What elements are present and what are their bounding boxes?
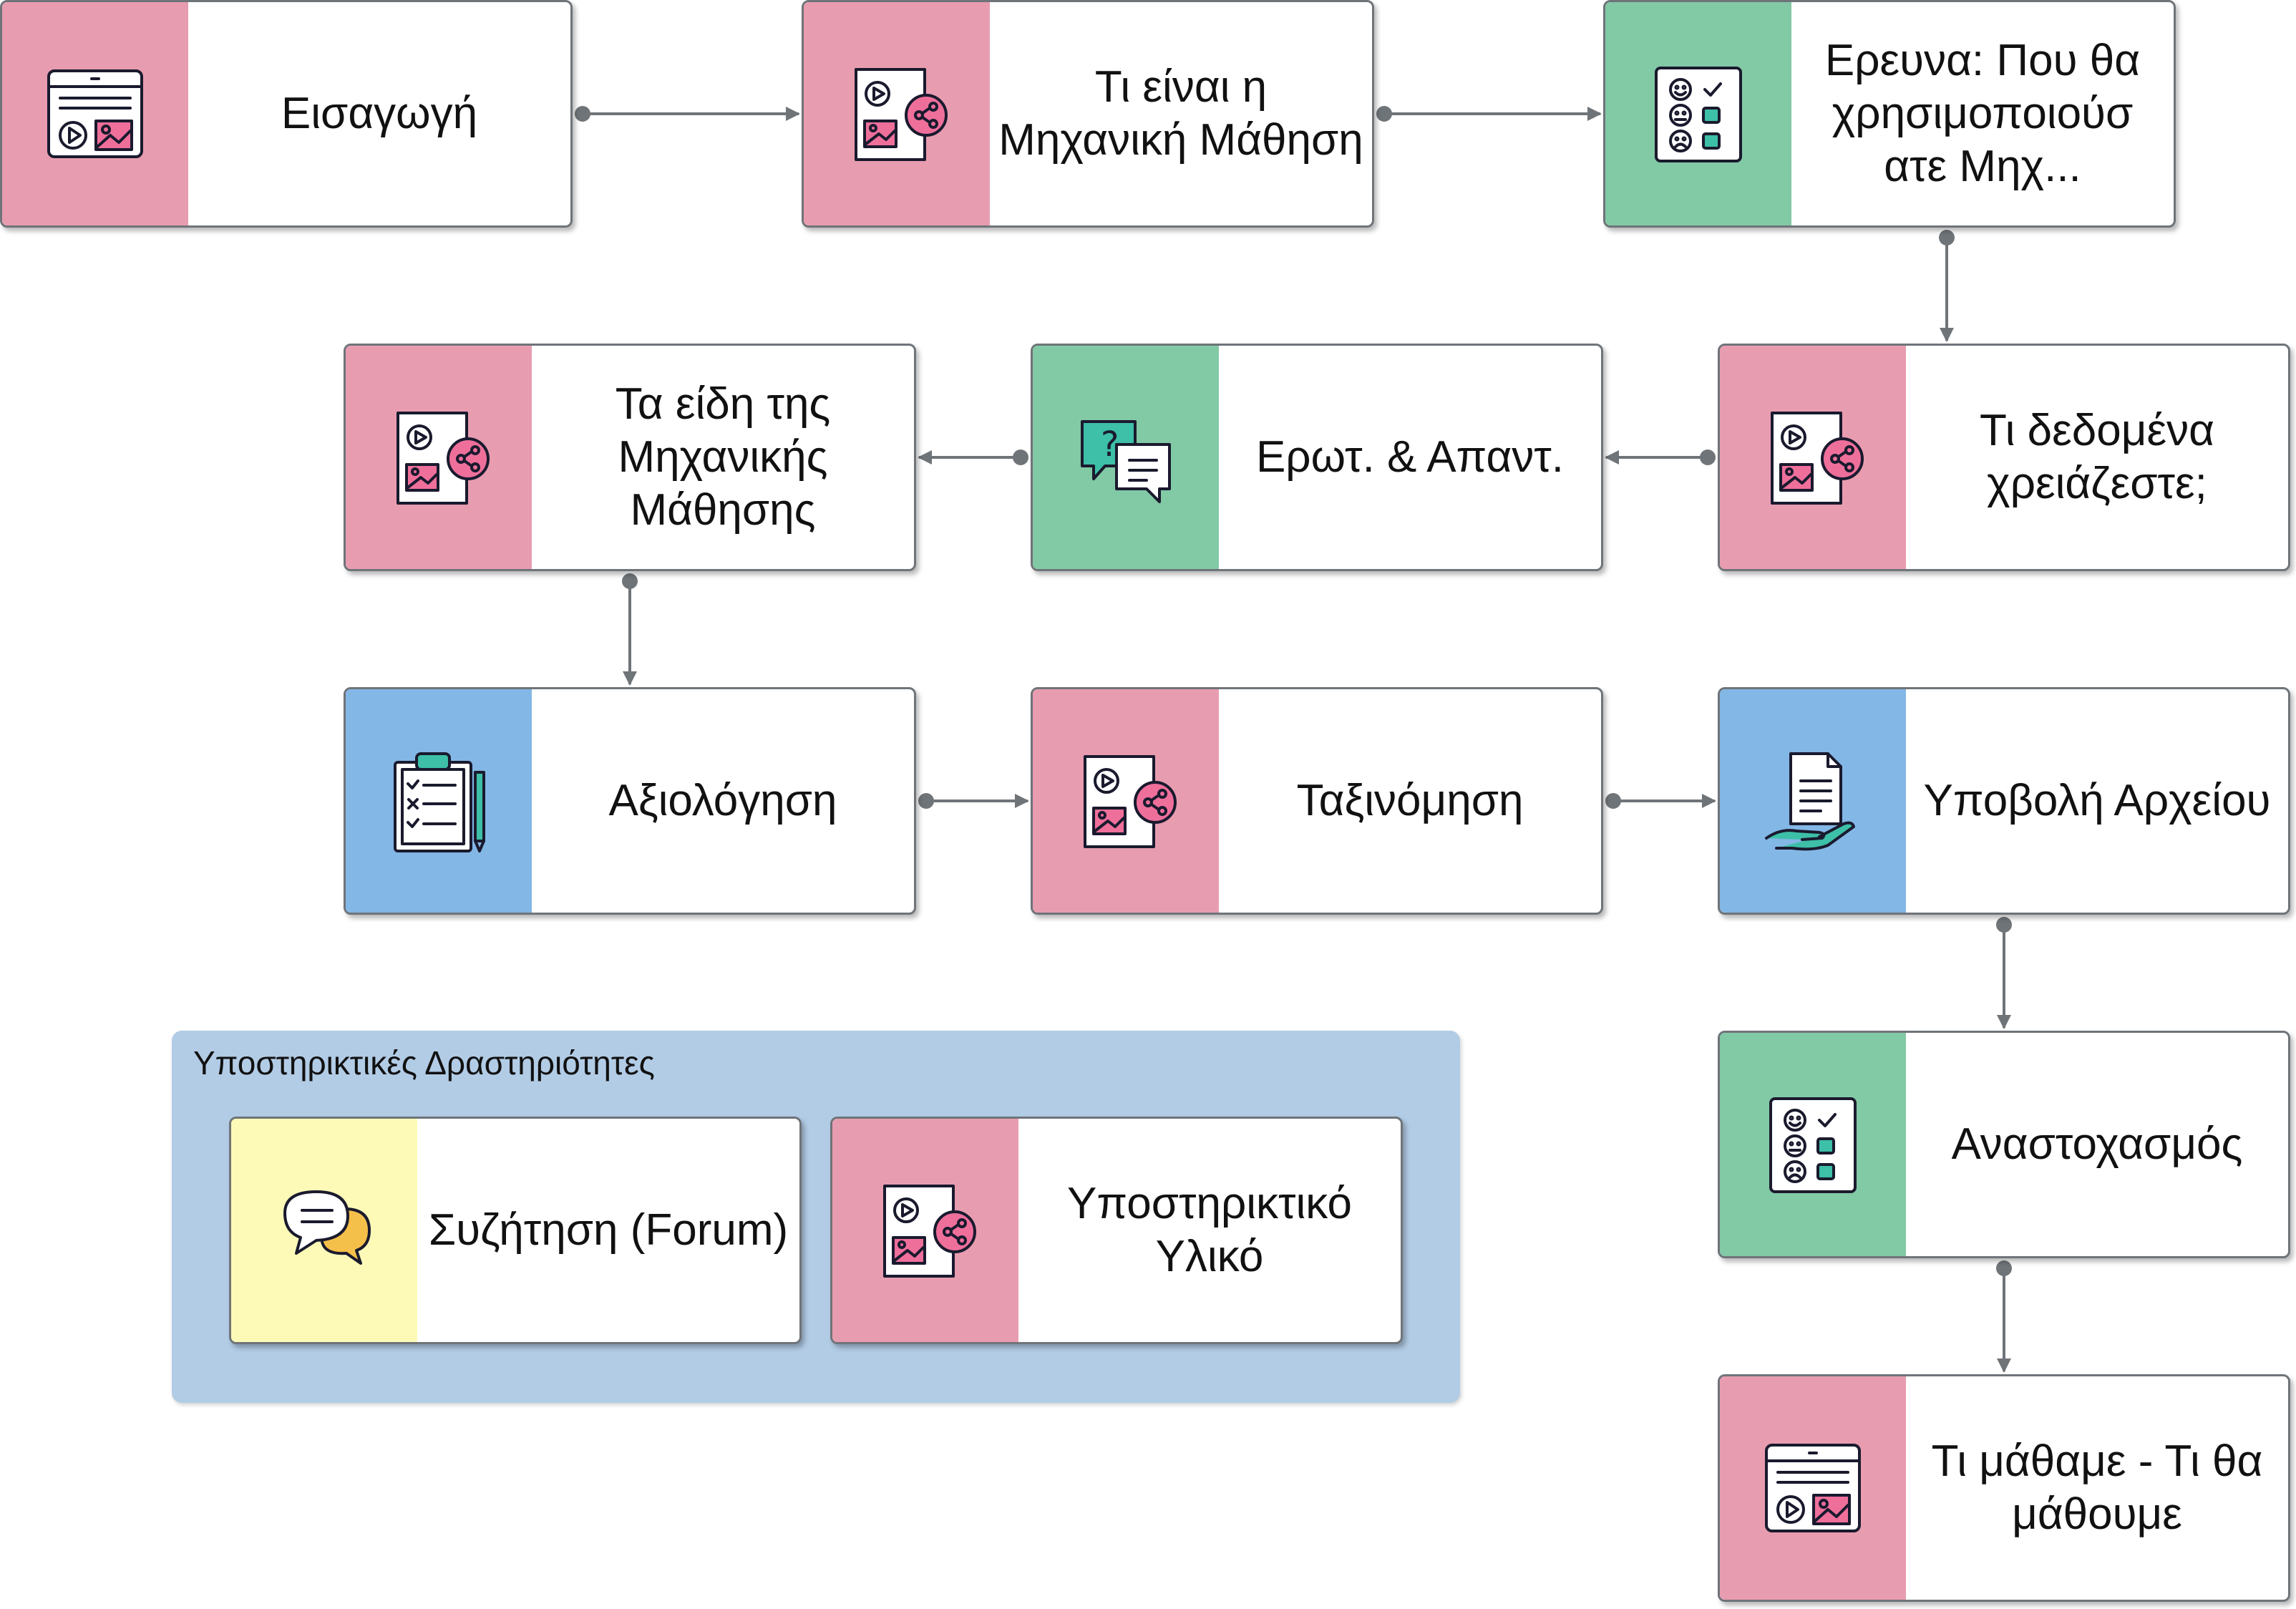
connector-start-dot [575, 106, 590, 122]
speech-bubbles-icon [231, 1119, 417, 1342]
media-share-icon [1033, 689, 1219, 913]
node-label: Τι δεδομένα χρειάζεστε; [1980, 406, 2214, 508]
node-label: Αναστοχασμός [1951, 1119, 2243, 1169]
document-hand-icon [1720, 689, 1906, 913]
node-eidi[interactable]: Τα είδη της Μηχανικής Μάθησης [344, 344, 916, 571]
node-label: Αξιολόγηση [608, 776, 837, 825]
media-share-icon [346, 346, 532, 569]
node-axiologisi[interactable]: Αξιολόγηση [344, 687, 916, 915]
connector-start-dot [622, 573, 638, 589]
node-ypovoli[interactable]: Υποβολή Αρχείου [1718, 687, 2290, 915]
node-taxinomisi[interactable]: Ταξινόμηση [1031, 687, 1603, 915]
node-anastoxasmos[interactable]: Αναστοχασμός [1718, 1031, 2290, 1258]
node-ti-einai[interactable]: Τι είναι η Μηχανική Μάθηση [802, 0, 1374, 228]
node-label: Τα είδη της Μηχανικής Μάθησης [615, 379, 831, 535]
node-label: Τι μάθαμε - Τι θα μάθουμε [1931, 1437, 2263, 1539]
node-label: Ερευνα: Που θα χρησιμοποιούσ ατε Μηχ... [1824, 36, 2141, 191]
media-share-icon [804, 2, 990, 225]
connector-start-dot [1939, 230, 1955, 246]
node-ereuna[interactable]: Ερευνα: Που θα χρησιμοποιούσ ατε Μηχ... [1603, 0, 2176, 228]
node-label: Ερωτ. & Απαντ. [1255, 432, 1565, 482]
connector-start-dot [1996, 917, 2012, 933]
node-forum[interactable]: Συζήτηση (Forum) [229, 1117, 802, 1344]
question-chat-icon: ? [1033, 346, 1219, 569]
media-layout-icon [2, 2, 188, 225]
node-label: Υποστηρικτικό Υλικό [1066, 1179, 1352, 1281]
survey-icon [1605, 2, 1791, 225]
node-label: Εισαγωγή [281, 89, 478, 138]
node-eisagogi[interactable]: Εισαγωγή [0, 0, 573, 228]
node-label: Υποβολή Αρχείου [1923, 776, 2271, 825]
connector-start-dot [1605, 793, 1621, 809]
connector-start-dot [1013, 449, 1028, 465]
media-share-icon [832, 1119, 1018, 1342]
node-erot[interactable]: ? Ερωτ. & Απαντ. [1031, 344, 1603, 571]
node-dedomena[interactable]: Τι δεδομένα χρειάζεστε; [1718, 344, 2290, 571]
media-layout-icon [1720, 1376, 1906, 1600]
node-label: Συζήτηση (Forum) [428, 1205, 789, 1255]
node-label: Ταξινόμηση [1296, 776, 1524, 825]
group-title: Υποστηρικτικές Δραστηριότητες [193, 1044, 655, 1081]
clipboard-checklist-icon [346, 689, 532, 913]
node-label: Τι είναι η Μηχανική Μάθηση [998, 62, 1363, 165]
media-share-icon [1720, 346, 1906, 569]
connector-start-dot [1996, 1260, 2012, 1276]
connector-start-dot [1376, 106, 1392, 122]
connector-start-dot [918, 793, 934, 809]
node-yliko[interactable]: Υποστηρικτικό Υλικό [830, 1117, 1403, 1344]
survey-icon [1720, 1033, 1906, 1256]
node-mathame[interactable]: Τι μάθαμε - Τι θα μάθουμε [1718, 1374, 2290, 1602]
connector-start-dot [1700, 449, 1716, 465]
